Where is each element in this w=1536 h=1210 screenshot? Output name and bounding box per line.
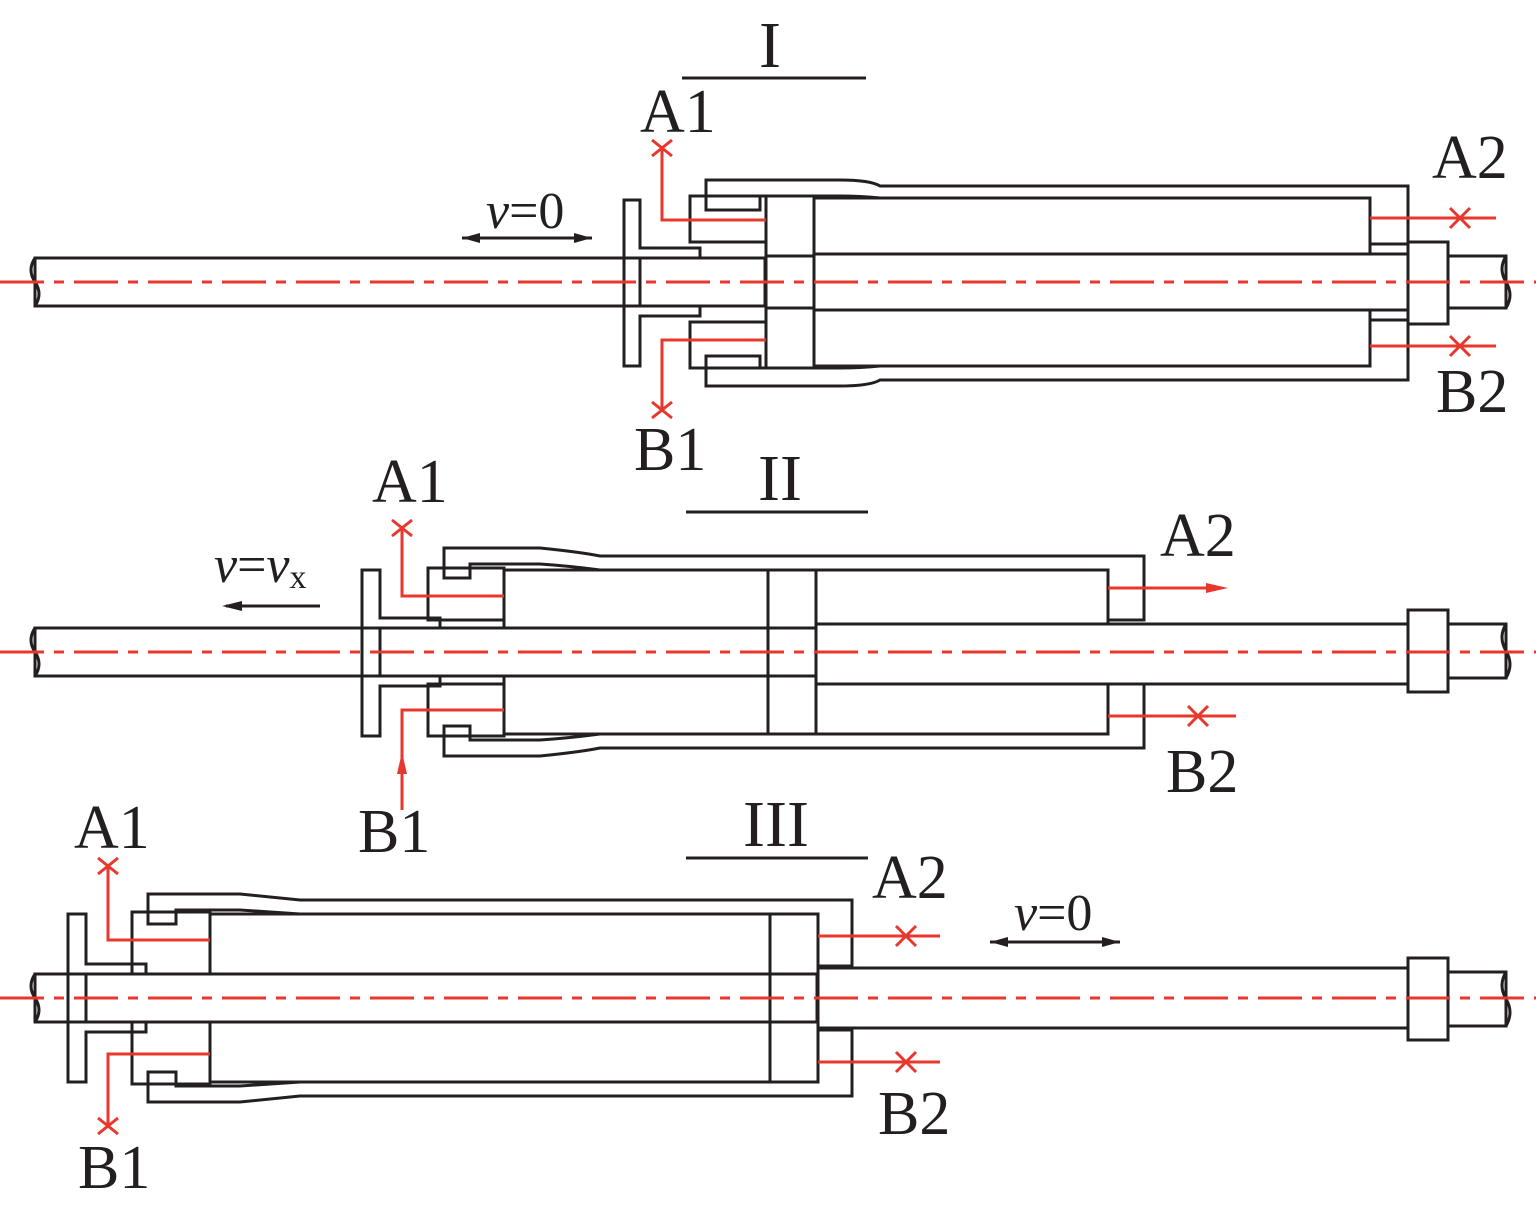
stage-3-cylinder-wall-top [146,892,854,968]
stage-3-port-a2: A2 [872,844,948,912]
stage-1-velocity-value: =0 [509,183,564,240]
stage-1-line-a1 [660,148,766,222]
stage-2-valve-a1-closed [391,518,413,538]
stage-2-velocity-eq: = [237,537,266,594]
stage-3-velocity-symbol: v [1014,885,1038,942]
stage-3-valve-a2-closed [894,924,918,948]
stage-2-gland-top [426,566,506,622]
stage-3-chamber-bottom [208,1020,772,1084]
stage-2-velocity-symbol: v [214,537,238,594]
stage-2-valve-b2-closed [1186,704,1210,728]
stage-2-cylinder-wall-top [442,546,1146,622]
svg-text:v=0: v=0 [486,183,564,240]
stage-3-port-b1: B1 [78,1134,150,1202]
stage-3-line-b1 [106,1052,210,1126]
stage-1-valve-a2-closed [1448,206,1472,230]
stage-1-valve-b2-closed [1448,334,1472,358]
stage-1-cylinder-wall-top [704,178,1410,246]
stage-2-label: II [758,442,802,515]
stage-2-flange [360,568,442,738]
stage-1: I v=0 [0,9,1536,484]
stage-2-port-b2: B2 [1166,738,1238,806]
stage-2-inner-rod [814,622,1410,686]
stage-1-flange [622,198,702,368]
stage-2-velocity-vx: v [266,537,290,594]
stage-1-label: I [759,9,781,82]
stage-3-valve-b1-closed [97,1116,119,1136]
stage-3-velocity-value: =0 [1037,885,1092,942]
stage-1-velocity: v=0 [462,183,592,243]
stage-2-chamber-left-bottom [502,674,770,736]
stage-2-chamber-left-top [502,568,770,630]
svg-text:v=0: v=0 [1014,885,1092,942]
stage-2-port-a1: A1 [372,448,448,516]
stage-3-cylinder-wall-bottom [146,1028,854,1104]
stage-1-line-b1 [660,338,766,410]
stage-2-line-b1 [400,708,504,810]
stage-3-port-b2: B2 [878,1080,950,1148]
stage-1-velocity-symbol: v [486,183,510,240]
stage-3-flange [66,912,148,1084]
stage-1-gland-bottom [688,320,768,370]
stage-3-valve-b2-closed [894,1050,918,1074]
stage-2-line-a1 [400,530,504,598]
stage-1-chamber-bottom [812,308,1372,368]
stage-1-port-b2: B2 [1436,358,1508,426]
stage-3: III v=0 A1 B1 A2 [0,788,1536,1202]
stage-2-cylinder-wall-bottom [442,682,1146,758]
stage-1-port-a1: A1 [640,78,716,146]
stage-3-valve-a1-closed [97,856,119,876]
stage-2-chamber-right-bottom [814,682,1110,736]
stage-3-velocity: v=0 [990,885,1120,947]
stage-2-flow-arrow-b1 [397,752,407,774]
stage-2-port-a2: A2 [1160,502,1236,570]
stage-1-chamber-top [812,196,1372,256]
stage-3-port-a1: A1 [74,794,150,862]
svg-text:v=vx: v=vx [214,537,307,596]
stage-2-velocity: v=vx [214,537,320,611]
stage-1-cylinder-wall-bottom [704,318,1410,388]
stage-1-valve-b1-closed [651,400,673,420]
stage-1-port-b1: B1 [634,416,706,484]
stage-3-chamber-top [208,912,772,976]
stage-2-chamber-right-top [814,568,1110,626]
stage-2-velocity-subscript: x [290,559,307,596]
stage-3-line-a1 [106,866,210,942]
stage-3-label: III [743,788,809,861]
stage-2-port-b1: B1 [358,798,430,866]
stage-1-valve-a1-closed [651,138,673,158]
stage-2-right-rod [1446,622,1512,680]
stage-2-flow-arrow-a2 [1206,583,1228,593]
stage-1-port-a2: A2 [1432,124,1508,192]
stage-2: II v=vx A1 B1 A2 [0,442,1536,866]
